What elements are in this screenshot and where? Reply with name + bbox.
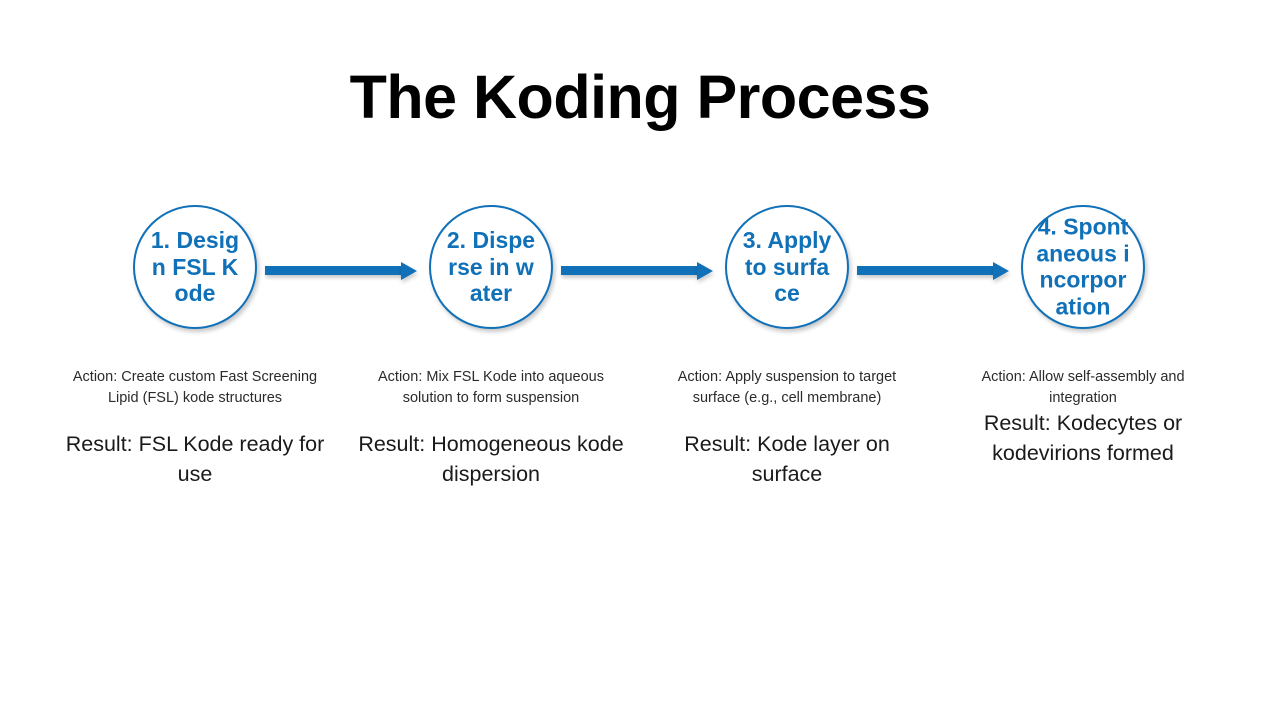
- step-result-text-1: Result: FSL Kode ready for use: [65, 432, 325, 486]
- process-step-1[interactable]: 1. Design FSL Kode Action: Create custom…: [47, 0, 343, 720]
- step-circle-label-1: 1. Design FSL Kode: [150, 226, 240, 307]
- process-step-2[interactable]: 2. Disperse in water Action: Mix FSL Kod…: [343, 0, 639, 720]
- step-action-text-4: Action: Allow self-assembly and integrat…: [981, 369, 1185, 406]
- arrow-shaft: [857, 266, 995, 275]
- step-circle-1[interactable]: 1. Design FSL Kode: [133, 205, 257, 329]
- step-circle-3[interactable]: 3. Apply to surface: [725, 205, 849, 329]
- step-circle-4[interactable]: 4. Spontaneous incorporation: [1021, 205, 1145, 329]
- arrow-shaft: [265, 266, 403, 275]
- page-title: The Koding Process: [349, 63, 931, 131]
- step-result-text-4: Result: Kodecytes or kodevirions formed: [983, 411, 1183, 465]
- process-step-4[interactable]: 4. Spontaneous incorporation Action: All…: [935, 0, 1231, 720]
- step-action-text-3: Action: Apply suspension to target surfa…: [677, 369, 897, 406]
- step-result-text-3: Result: Kode layer on surface: [684, 432, 890, 486]
- arrow-right-icon-2: [561, 262, 721, 280]
- step-circle-2[interactable]: 2. Disperse in water: [429, 205, 553, 329]
- step-circle-label-4: 4. Spontaneous incorporation: [1036, 213, 1130, 320]
- arrow-shaft: [561, 266, 699, 275]
- arrow-right-icon-1: [265, 262, 425, 280]
- step-action-text-2: Action: Mix FSL Kode into aqueous soluti…: [378, 369, 604, 406]
- step-circle-label-3: 3. Apply to surface: [742, 226, 832, 307]
- step-action-text-1: Action: Create custom Fast Screening Lip…: [72, 369, 318, 406]
- step-result-text-2: Result: Homogeneous kode dispersion: [358, 432, 624, 486]
- arrow-head: [697, 262, 713, 280]
- process-step-3[interactable]: 3. Apply to surface Action: Apply suspen…: [639, 0, 935, 720]
- arrow-head: [993, 262, 1009, 280]
- arrow-head: [401, 262, 417, 280]
- step-circle-label-2: 2. Disperse in water: [446, 226, 536, 307]
- arrow-right-icon-3: [857, 262, 1017, 280]
